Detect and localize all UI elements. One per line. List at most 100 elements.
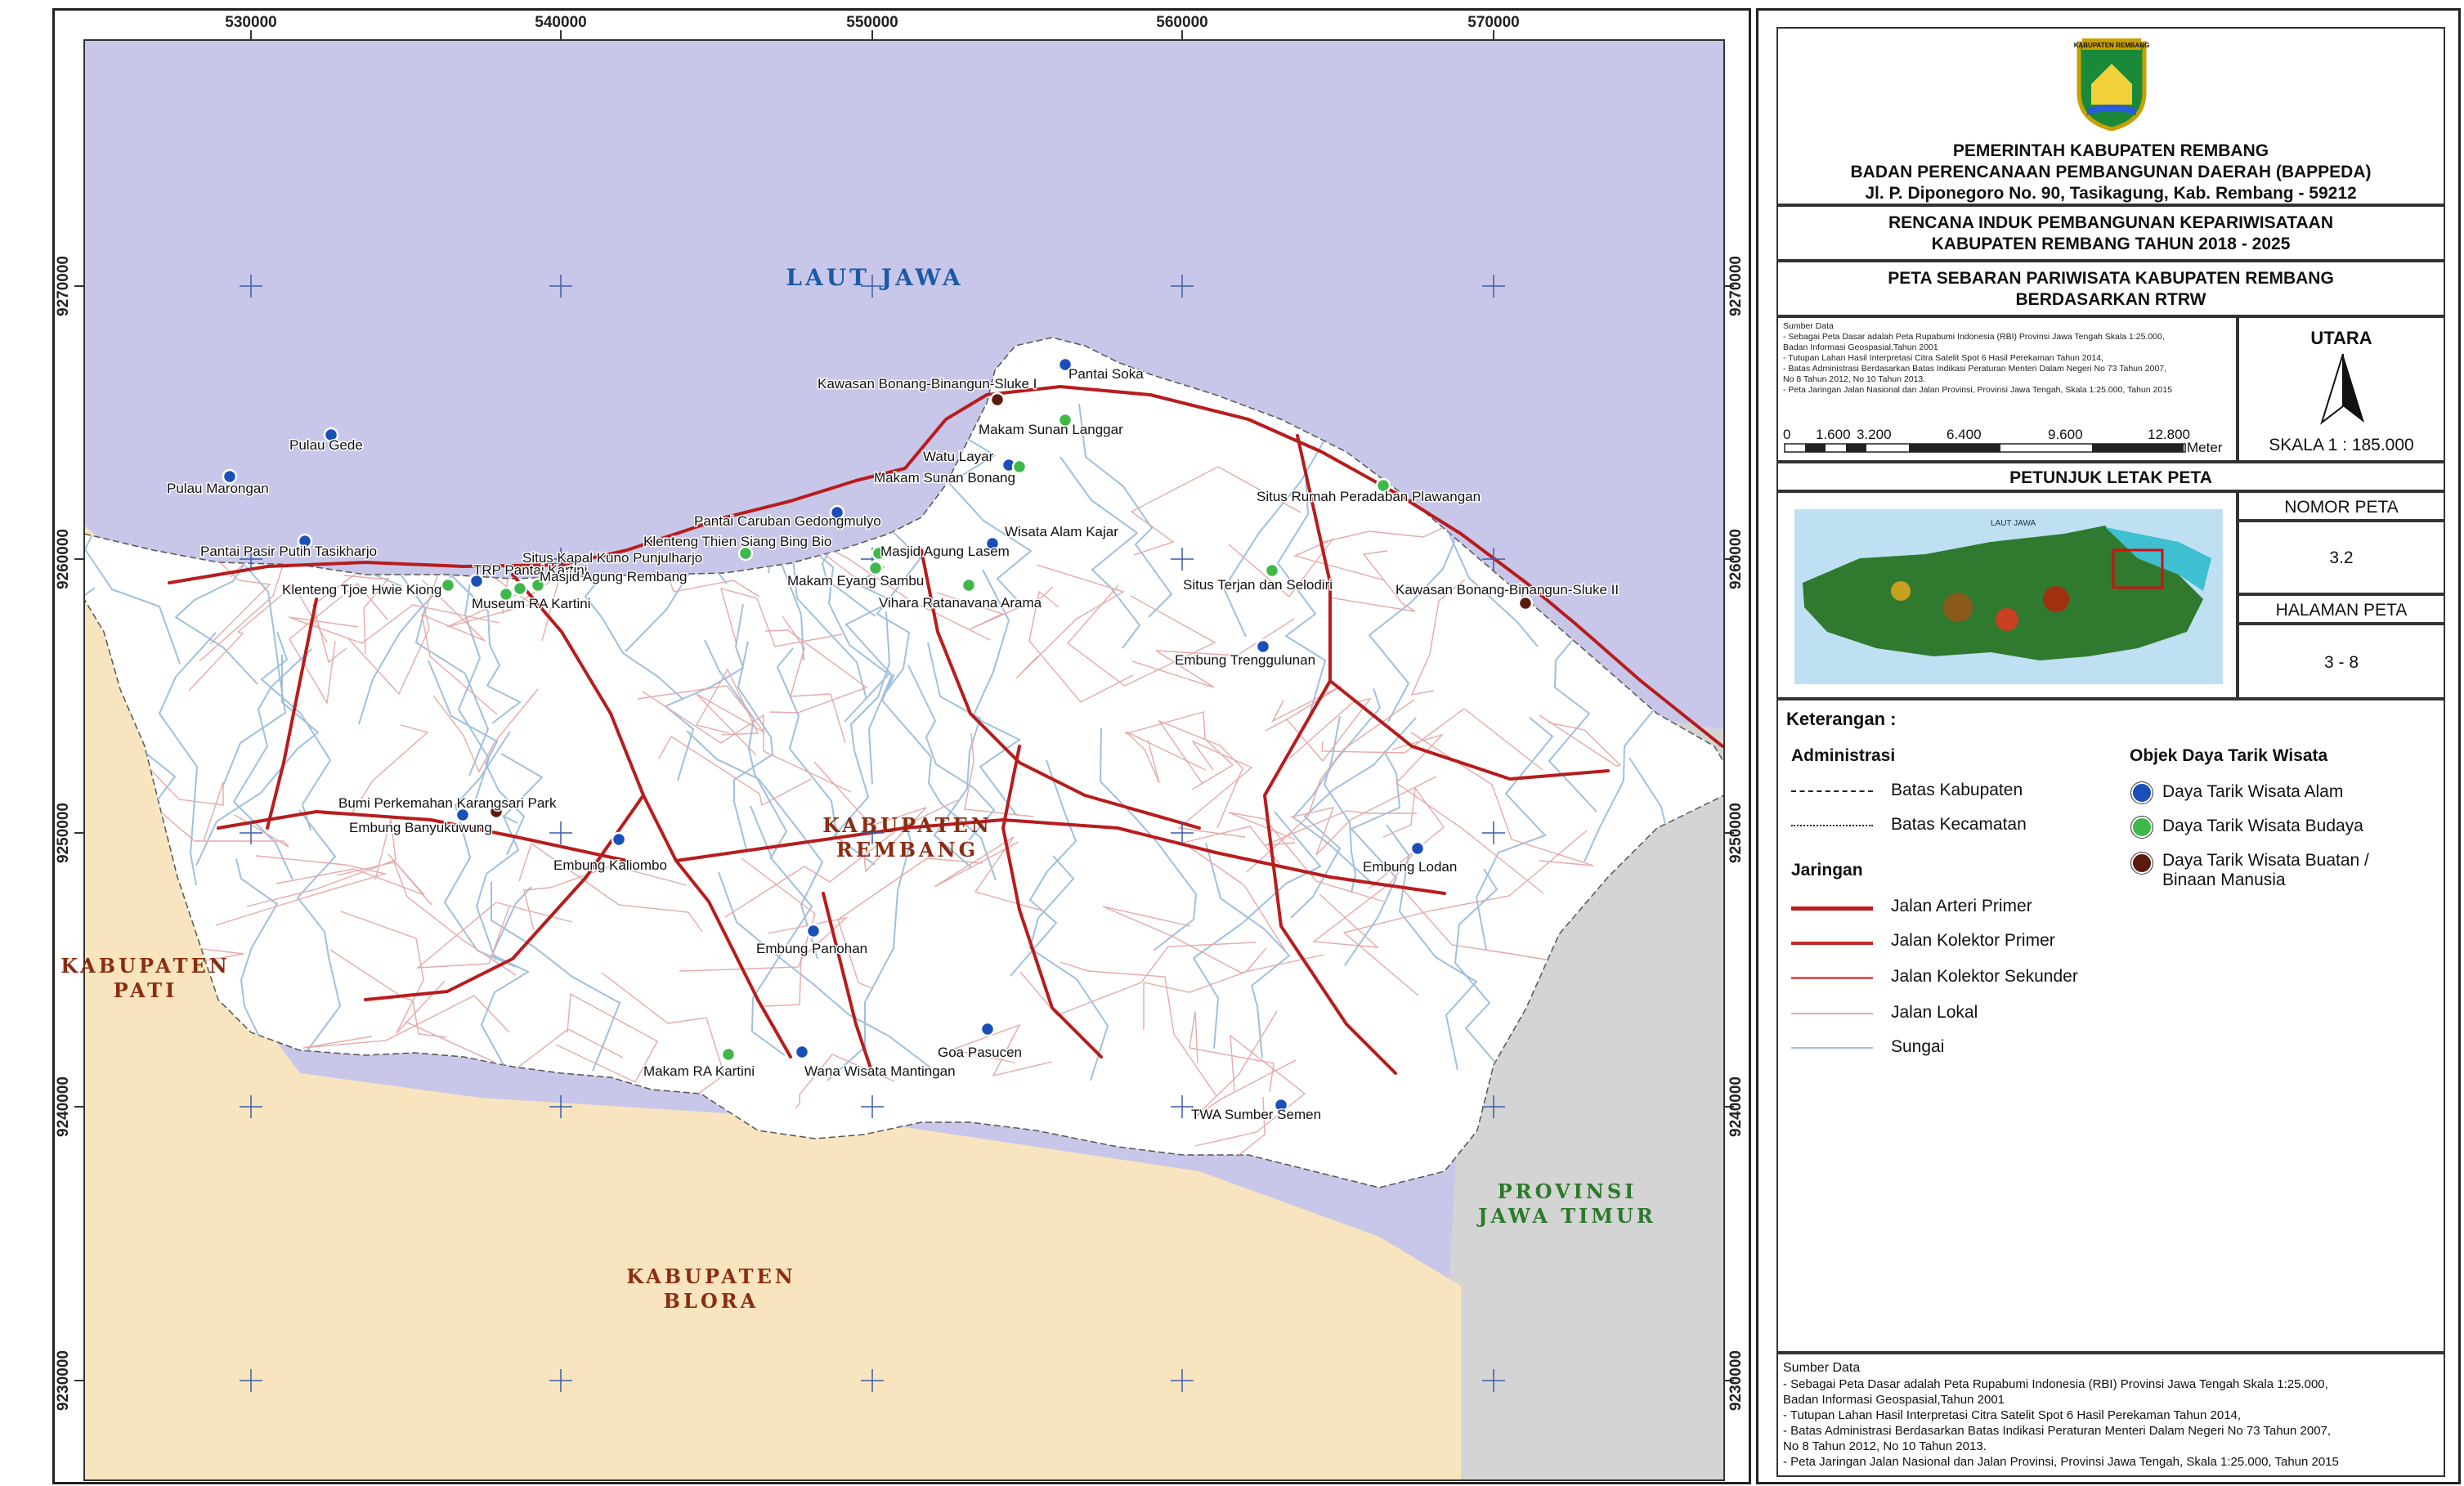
tourism-marker[interactable]: Museum RA Kartini [471,586,592,613]
svg-text:3.200: 3.200 [1857,427,1892,442]
tourism-marker[interactable]: Wisata Alam Kajar [984,523,1120,552]
place-label: Watu Layar [923,449,994,464]
kolektor-road-10 [1328,679,1610,781]
kolektor-road-1 [511,573,792,1059]
halaman-label: HALAMAN PETA [2275,601,2408,620]
tourism-marker[interactable]: Pantai Caruban Gedongmulyo [693,504,882,530]
place-label: Pantai Caruban Gedongmulyo [694,513,881,529]
tourism-marker[interactable]: Kawasan Bonang-Binangun-Sluke II [1395,581,1620,611]
alam-marker-icon [611,831,627,848]
source-title: Sumber Data [1783,1361,1861,1375]
tourism-marker[interactable]: Klenteng Tjoe Hwie Kiong [281,577,456,599]
tourism-marker[interactable]: Embung Panohan [755,923,869,958]
tourism-marker[interactable]: Embung Kaliombo [553,831,668,875]
place-label: Pulau Gede [289,437,363,453]
keterangan-block: Keterangan : Administrasi Batas Kabupate… [1776,699,2445,1353]
budaya-marker-icon [1057,412,1073,428]
tourism-marker[interactable]: Klenteng Thien Siang Bing Bio [643,533,833,562]
tourism-marker[interactable]: TRP Pantai Kartini [468,562,589,589]
admin-item-label: Batas Kabupaten [1891,781,2023,799]
svg-text:Meter: Meter [2187,440,2223,455]
place-label: Embung Lodan [1363,859,1457,875]
place-label: TRP Pantai Kartini [473,562,588,578]
tourism-marker[interactable]: Makam Sunan Bonang [873,459,1028,487]
source-scale-block: Sumber Data - Sebagai Peta Dasar adalah … [1776,316,2238,462]
place-label: Embung Banyukuwung [349,820,492,835]
tourism-marker[interactable]: Goa Pasucen [937,1021,1024,1062]
source-line-small-5: No 8 Tahun 2012, No 10 Tahun 2013. [1783,374,1926,384]
place-label: Embung Trenggulunan [1175,652,1315,668]
tourism-marker[interactable]: Situs Kapal Kuno Punjulharjo [512,549,704,597]
tourism-marker[interactable]: Bumi Perkemahan Karangsari Park [338,794,558,820]
tourism-marker[interactable]: Watu Layar [922,448,1017,473]
alam-marker-icon [297,533,313,549]
org-line-1: PEMERINTAH KABUPATEN REMBANG [1952,141,2269,160]
alam-marker-icon [829,504,845,521]
objek-item-label: Daya Tarik Wisata Buatan / Binaan Manusi… [2162,851,2369,889]
objek-title: Objek Daya Tarik Wisata [2130,746,2328,765]
place-label: Situs Kapal Kuno Punjulharjo [522,550,702,566]
place-label: Kawasan Bonang-Binangun-Sluke II [1396,582,1619,598]
budaya-marker-icon [2131,817,2153,838]
map-title-line-1: PETA SEBARAN PARIWISATA KABUPATEN REMBAN… [1888,269,2334,288]
tourism-marker[interactable]: Kawasan Bonang-Binangun-Sluke I [817,375,1038,408]
tourism-marker[interactable]: Situs Terjan dan Selodiri [1182,562,1334,594]
tourism-marker[interactable]: Embung Trenggulunan [1174,638,1317,669]
pati-blora-area [84,526,1461,1480]
nomor-value-block: 3.2 [2238,521,2445,594]
grid-y-label-left: 9240000 [55,1076,72,1137]
jaringan-item-label: Sungai [1891,1037,1945,1056]
alam-marker-icon [794,1044,810,1060]
place-label: Pantai Pasir Putih Tasikharjo [200,544,377,559]
keterangan-title: Keterangan : [1786,709,1897,729]
blora-label-line2: BLORA [664,1289,759,1313]
tourism-marker[interactable]: Pantai Soka [1057,356,1145,383]
alam-marker-icon [984,535,1001,552]
kolektor-road-8 [364,794,645,1001]
svg-text:1.600: 1.600 [1816,427,1851,442]
source-title-small: Sumber Data [1783,321,1834,331]
svg-text:LAUT JAWA: LAUT JAWA [1991,519,2036,528]
place-label: Embung Kaliombo [553,857,667,873]
tourism-marker[interactable]: Embung Lodan [1362,840,1458,876]
tourism-marker[interactable]: Embung Banyukuwung [348,807,493,837]
kolektor-road-6 [822,892,874,1075]
grid-x-label: 550000 [846,14,898,31]
tourism-marker[interactable]: Makam RA Kartini [643,1046,756,1081]
place-label: Masjid Agung Rembang [540,569,688,584]
tourism-marker[interactable]: Situs Rumah Peradaban Plawangan [1256,477,1482,506]
tourism-marker[interactable]: Masjid Agung Lasem [871,543,1010,562]
budaya-marker-icon [871,545,887,562]
nomor-label-block: NOMOR PETA [2238,491,2445,521]
jaringan-item-label: Jalan Arteri Primer [1891,897,2032,915]
place-label: Vihara Ratanavana Arama [879,595,1042,611]
place-label: Pulau Marongan [167,481,269,496]
place-label: Makam Sunan Bonang [874,470,1015,486]
budaya-marker-icon [720,1046,737,1063]
tourism-marker[interactable]: Makam Eyang Sambu [786,560,925,590]
budaya-marker-icon [867,560,884,576]
tourism-marker[interactable]: Makam Sunan Langgar [978,412,1125,439]
admin-title: Administrasi [1791,746,1896,765]
tourism-marker[interactable]: Vihara Ratanavana Arama [878,577,1043,612]
grid-x-label: 530000 [225,14,276,31]
place-label: Situs Rumah Peradaban Plawangan [1257,489,1481,504]
tourism-markers: Kawasan Bonang-Binangun-Sluke I Pantai So… [166,356,1620,1124]
tourism-marker[interactable]: Pantai Pasir Putih Tasikharjo [199,533,379,561]
svg-text:9.600: 9.600 [2048,427,2083,442]
kolektor-road-4 [1263,434,1397,1075]
grid-y-label-left: 9250000 [55,803,72,863]
budaya-marker-icon [498,586,514,602]
org-line-3: Jl. P. Diponegoro No. 90, Tasikagung, Ka… [1865,184,2357,203]
tourism-marker[interactable]: TWA Sumber Semen [1190,1097,1323,1124]
alam-marker-icon [979,1021,996,1037]
tourism-marker[interactable]: Masjid Agung Rembang [530,568,688,593]
kolektor-road-3 [920,548,1201,830]
tourism-marker[interactable]: Wana Wisata Mantingan [794,1044,956,1081]
tourism-marker[interactable]: Pulau Marongan [166,468,270,498]
grid-y-label-right: 9270000 [1727,256,1745,316]
place-label: Goa Pasucen [938,1045,1022,1060]
tourism-marker[interactable]: Pulau Gede [289,427,364,454]
legend-panel: KABUPATEN REMBANG PEMERINTAH KABUPATEN R… [1756,8,2461,1484]
budaya-marker-icon [1375,477,1391,494]
